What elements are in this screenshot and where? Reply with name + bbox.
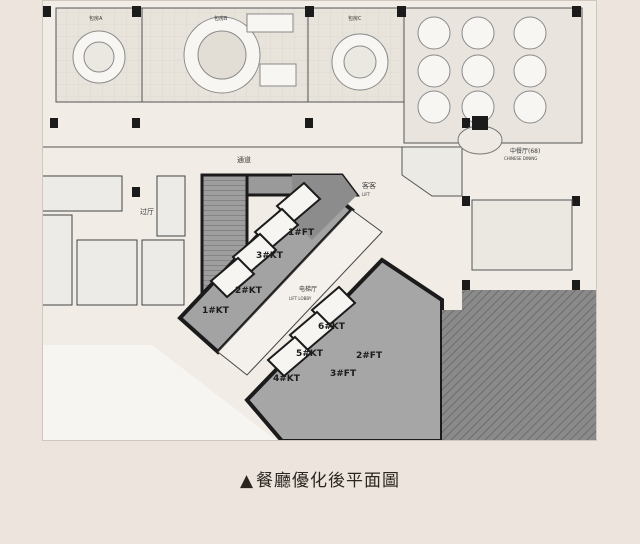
caption-marker: ▲ [239, 471, 255, 491]
dining-tables [72, 13, 547, 124]
guest-lift-label: 客客 [362, 181, 376, 190]
chinese-dining-label: 中餐厅(68) [510, 147, 540, 155]
plan-labels: 通道 过厅 电梯厅 LIFT LOBBY 客客 LIFT 中餐厅(68) CHI… [89, 15, 540, 301]
room-b-label: 包房B [214, 15, 228, 22]
lift-hall-label: 电梯厅 [299, 285, 317, 293]
service-area [401, 146, 573, 271]
lift-cars [209, 181, 357, 378]
lift-label: 3#KT [256, 251, 284, 261]
floor-plan: 通道 过厅 电梯厅 LIFT LOBBY 客客 LIFT 中餐厅(68) CHI… [42, 0, 597, 441]
lift-hall-en-label: LIFT LOBBY [289, 296, 312, 301]
lift-label: 1#KT [202, 306, 230, 316]
lift-label: 4#KT [273, 374, 301, 384]
plan-caption: ▲餐廳優化後平面圖 [0, 466, 640, 491]
lift-label: 6#KT [318, 322, 346, 332]
restrooms [42, 175, 186, 306]
lift-labels: 1#KT 2#KT 3#KT 1#FT 4#KT 5#KT 6#KT 2#FT … [202, 228, 383, 384]
hall-label: 过厅 [140, 207, 154, 216]
chinese-dining-en-label: CHINESE DINING [504, 156, 537, 161]
lift-label: 1#FT [288, 228, 315, 238]
corridor-label: 通道 [237, 155, 251, 164]
lift-label: 3#FT [330, 369, 357, 379]
room-c-label: 包房C [348, 15, 362, 22]
caption-text: 餐廳優化後平面圖 [256, 471, 401, 491]
room-a-label: 包房A [89, 15, 103, 22]
structural-columns [42, 6, 581, 292]
corridor-area [42, 147, 402, 173]
lift-label: 2#FT [356, 351, 383, 361]
lift-label: 5#KT [296, 349, 324, 359]
guest-lift-en-label: LIFT [362, 192, 371, 197]
lift-label: 2#KT [235, 286, 263, 296]
kitchen-area [462, 290, 597, 441]
